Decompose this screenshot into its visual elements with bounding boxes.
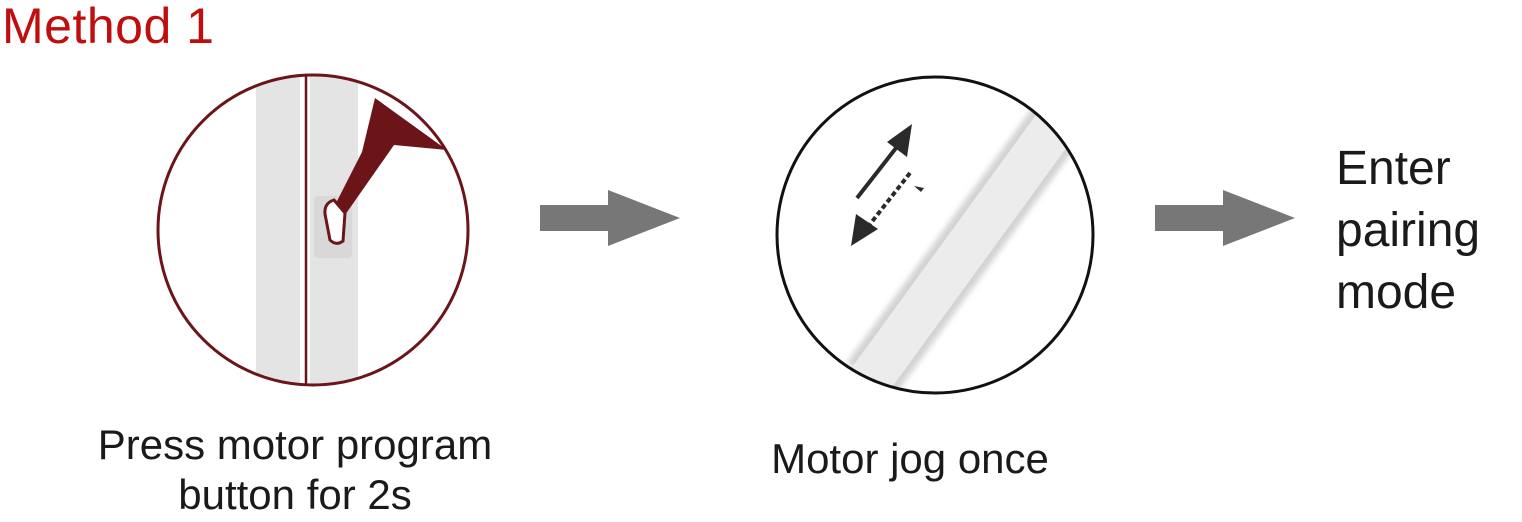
method-title: Method 1 [2, 0, 215, 54]
result-line1: Enter [1336, 142, 1451, 195]
result-text: Enter pairing mode [1336, 138, 1522, 324]
step2-caption: Motor jog once [771, 435, 1049, 482]
jog-down-line [865, 171, 912, 230]
motor-jog-illustration [775, 75, 1095, 395]
press-button-illustration [156, 73, 470, 387]
jog-up-line [855, 146, 898, 200]
result-line2: pairing [1336, 204, 1481, 257]
hand-pointer-icon [333, 98, 447, 215]
jog-tube [852, 77, 1093, 393]
flow-arrow-1-icon [540, 190, 680, 246]
step1-caption-line2: button for 2s [178, 471, 412, 518]
result-line3: mode [1336, 266, 1457, 319]
step1-caption: Press motor program button for 2s [20, 420, 570, 520]
finger-tip-icon [323, 198, 347, 245]
jog-down-arrow-icon [851, 214, 878, 246]
flow-arrow-2-icon [1155, 190, 1295, 246]
jog-up-arrow-icon [887, 124, 912, 157]
step2-circle [775, 75, 1095, 395]
jog-tick-mark [914, 186, 924, 192]
step1-circle [156, 73, 470, 387]
step1-caption-line1: Press motor program [97, 421, 493, 468]
